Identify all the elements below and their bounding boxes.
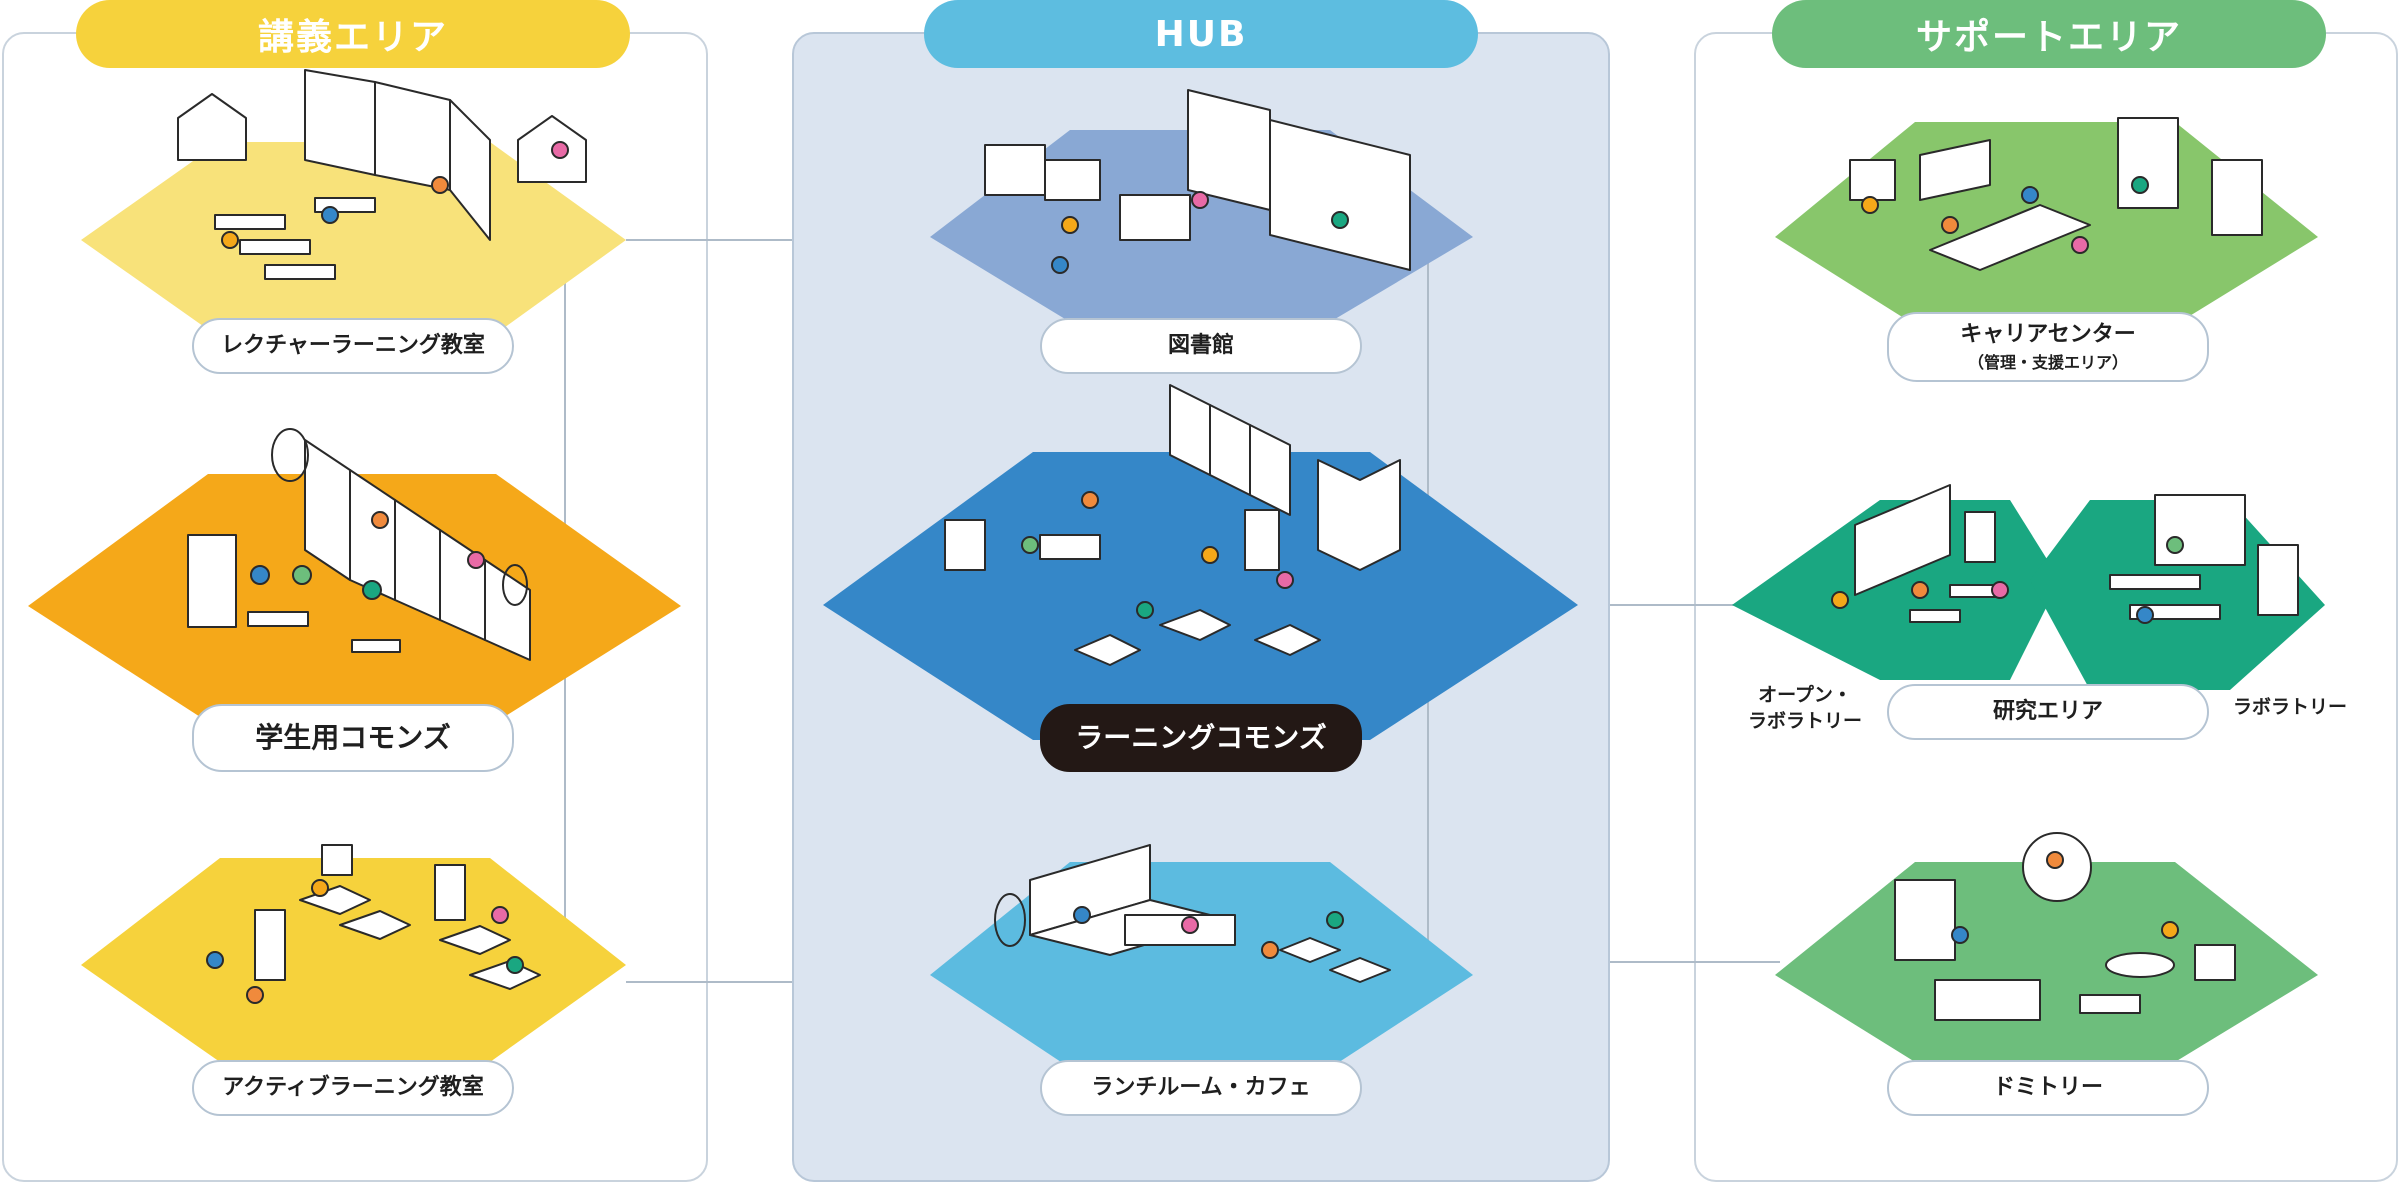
room-label-library: 図書館 (1040, 318, 1362, 374)
open-laboratory-label: オープン・ ラボラトリー (1747, 684, 1862, 732)
support-area-panel (1694, 32, 2398, 1182)
room-label-active-learning: アクティブラーニング教室 (192, 1060, 514, 1116)
room-label-lunch-cafe: ランチルーム・カフェ (1040, 1060, 1362, 1116)
room-label-learning-commons: ラーニングコモンズ (1040, 704, 1362, 772)
room-label-dormitory: ドミトリー (1887, 1060, 2209, 1116)
hub-title: HUB (924, 0, 1478, 68)
hub-panel (792, 32, 1610, 1182)
lecture-area-title: 講義エリア (76, 0, 630, 68)
support-area-title: サポートエリア (1772, 0, 2326, 68)
room-label-student-commons: 学生用コモンズ (192, 704, 514, 772)
laboratory-label: ラボラトリー (2232, 696, 2347, 718)
room-label-research-area: 研究エリア (1887, 684, 2209, 740)
room-label-career-center: キャリアセンター （管理・支援エリア） (1887, 312, 2209, 382)
career-center-sublabel: （管理・支援エリア） (1967, 352, 2128, 372)
lecture-area-panel (2, 32, 708, 1182)
room-label-lecture-learning: レクチャーラーニング教室 (192, 318, 514, 374)
